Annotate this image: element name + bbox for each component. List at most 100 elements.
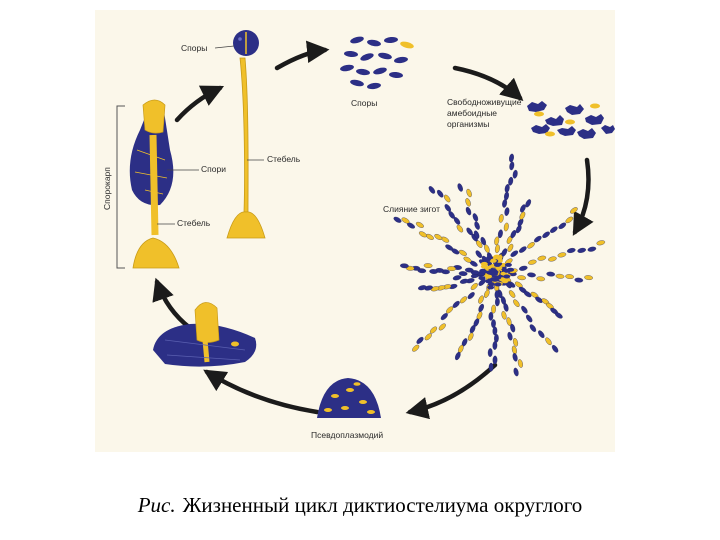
aggregating-amoeba [517,275,526,281]
aggregating-amoeba [418,231,427,238]
label-spores-cluster: Споры [351,98,377,108]
label-stalk-right: Стебель [267,154,301,164]
aggregating-amoeba [529,324,537,332]
aggregating-amoeba [495,297,500,307]
arrow-to-migrating-slug [203,369,320,415]
aggregating-amoeba [458,271,468,276]
aggregating-amoeba [459,296,468,304]
aggregating-amoeba [487,348,493,357]
aggregating-amoeba [393,216,402,223]
label-amoebae-line2: амебоидные [447,108,497,118]
aggregating-amoeba [484,289,490,298]
fruiting-body-mature [226,30,266,239]
life-cycle-figure: Споры Споры Свободноживущие амебоидные о… [95,10,615,452]
aggregating-amoeba [491,271,498,276]
aggregating-amoeba [534,235,542,243]
aggregating-amoeba [498,214,504,223]
aggregating-amoeba [554,312,563,319]
aggregating-amoeba [465,206,472,216]
aggregating-amoeba [457,183,463,192]
aggregating-amoeba [438,323,446,331]
aggregating-amoeba [490,268,498,273]
aggregating-amoeba [456,224,464,233]
aggregating-amoeba [512,169,518,179]
aggregating-amoeba [494,290,500,299]
aggregating-amoeba [494,236,500,246]
aggregating-amoeba [519,246,527,253]
aggregating-amoeba [584,275,593,280]
aggregating-amoeba [445,244,454,251]
aggregating-amoeba [483,257,491,262]
caption-text: Жизненный цикл диктиостелиума округлого [182,493,583,517]
label-amoebae-line1: Свободноживущие [447,97,522,107]
aggregating-amoeba [494,244,500,254]
aggregation-center [393,153,606,377]
aggregating-amoeba [493,254,501,259]
aggregating-amoeba [528,259,537,265]
aggregating-amoeba [503,274,511,279]
aggregating-amoeba [510,323,516,333]
aggregating-amoeba [424,333,432,341]
aggregating-amoeba [441,236,450,243]
caption-prefix: Рис. [137,493,176,517]
pseudoplasmodium-mound [317,378,381,418]
aggregating-amoeba [536,276,546,282]
aggregating-amoeba [520,204,526,213]
aggregating-amoeba [459,278,469,284]
aggregating-amoeba [507,243,514,252]
aggregating-amoeba [555,273,565,279]
aggregating-amoeba [504,191,509,201]
aggregating-amoeba [416,336,424,344]
aggregating-amoeba [512,353,518,362]
aggregating-amoeba [467,292,475,300]
arrow-to-pseudoplasmodium [405,362,498,420]
aggregating-amoeba [526,314,533,323]
aggregating-amoeba [519,265,528,271]
aggregating-amoeba [512,338,519,347]
aggregating-amoeba [548,256,557,262]
aggregating-amoeba [550,226,558,233]
aggregating-amoeba [484,274,492,279]
aggregating-amoeba [475,250,482,258]
aggregating-amoeba [503,222,509,232]
aggregating-amoeba [527,272,536,278]
aggregating-amoeba [503,303,509,312]
aggregating-amoeba [494,275,502,280]
aggregating-amoeba [472,213,479,222]
aggregating-amoeba [525,199,532,208]
aggregating-amoeba [546,271,556,277]
aggregating-amoeba [508,176,514,186]
aggregating-amoeba [507,331,513,341]
amoebae-cluster [527,101,615,139]
aggregating-amoeba [501,311,507,320]
label-zygote-fusion: Слияние зигот [383,204,440,214]
aggregating-amoeba [538,330,545,338]
aggregating-amoeba [470,283,478,290]
label-sorocarp: Спорокарп [102,167,112,210]
aggregating-amoeba [492,341,498,350]
aggregating-amoeba [430,286,440,292]
aggregating-amoeba [466,227,473,236]
aggregating-amoeba [508,290,516,298]
aggregating-amoeba [497,229,503,239]
aggregating-amoeba [587,246,597,252]
aggregating-amoeba [523,290,532,298]
aggregating-amoeba [478,276,486,281]
aggregating-amoeba [509,161,515,171]
aggregating-amoeba [418,285,427,291]
aggregating-amoeba [466,188,472,198]
label-spores-left: Спори [201,164,226,174]
aggregating-amoeba [480,264,488,269]
aggregating-amoeba [492,355,498,365]
aggregating-amoeba [487,285,495,290]
aggregating-amoeba [478,295,484,304]
aggregating-amoeba [415,221,424,228]
aggregating-amoeba [492,326,498,336]
aggregating-amoeba [551,345,559,353]
label-amoebae-line3: организмы [447,119,489,129]
arrow-to-spores [274,40,330,71]
aggregating-amoeba [488,311,494,321]
aggregating-amoeba [519,211,526,220]
aggregating-amoeba [510,230,517,239]
spores-cluster [340,36,414,90]
